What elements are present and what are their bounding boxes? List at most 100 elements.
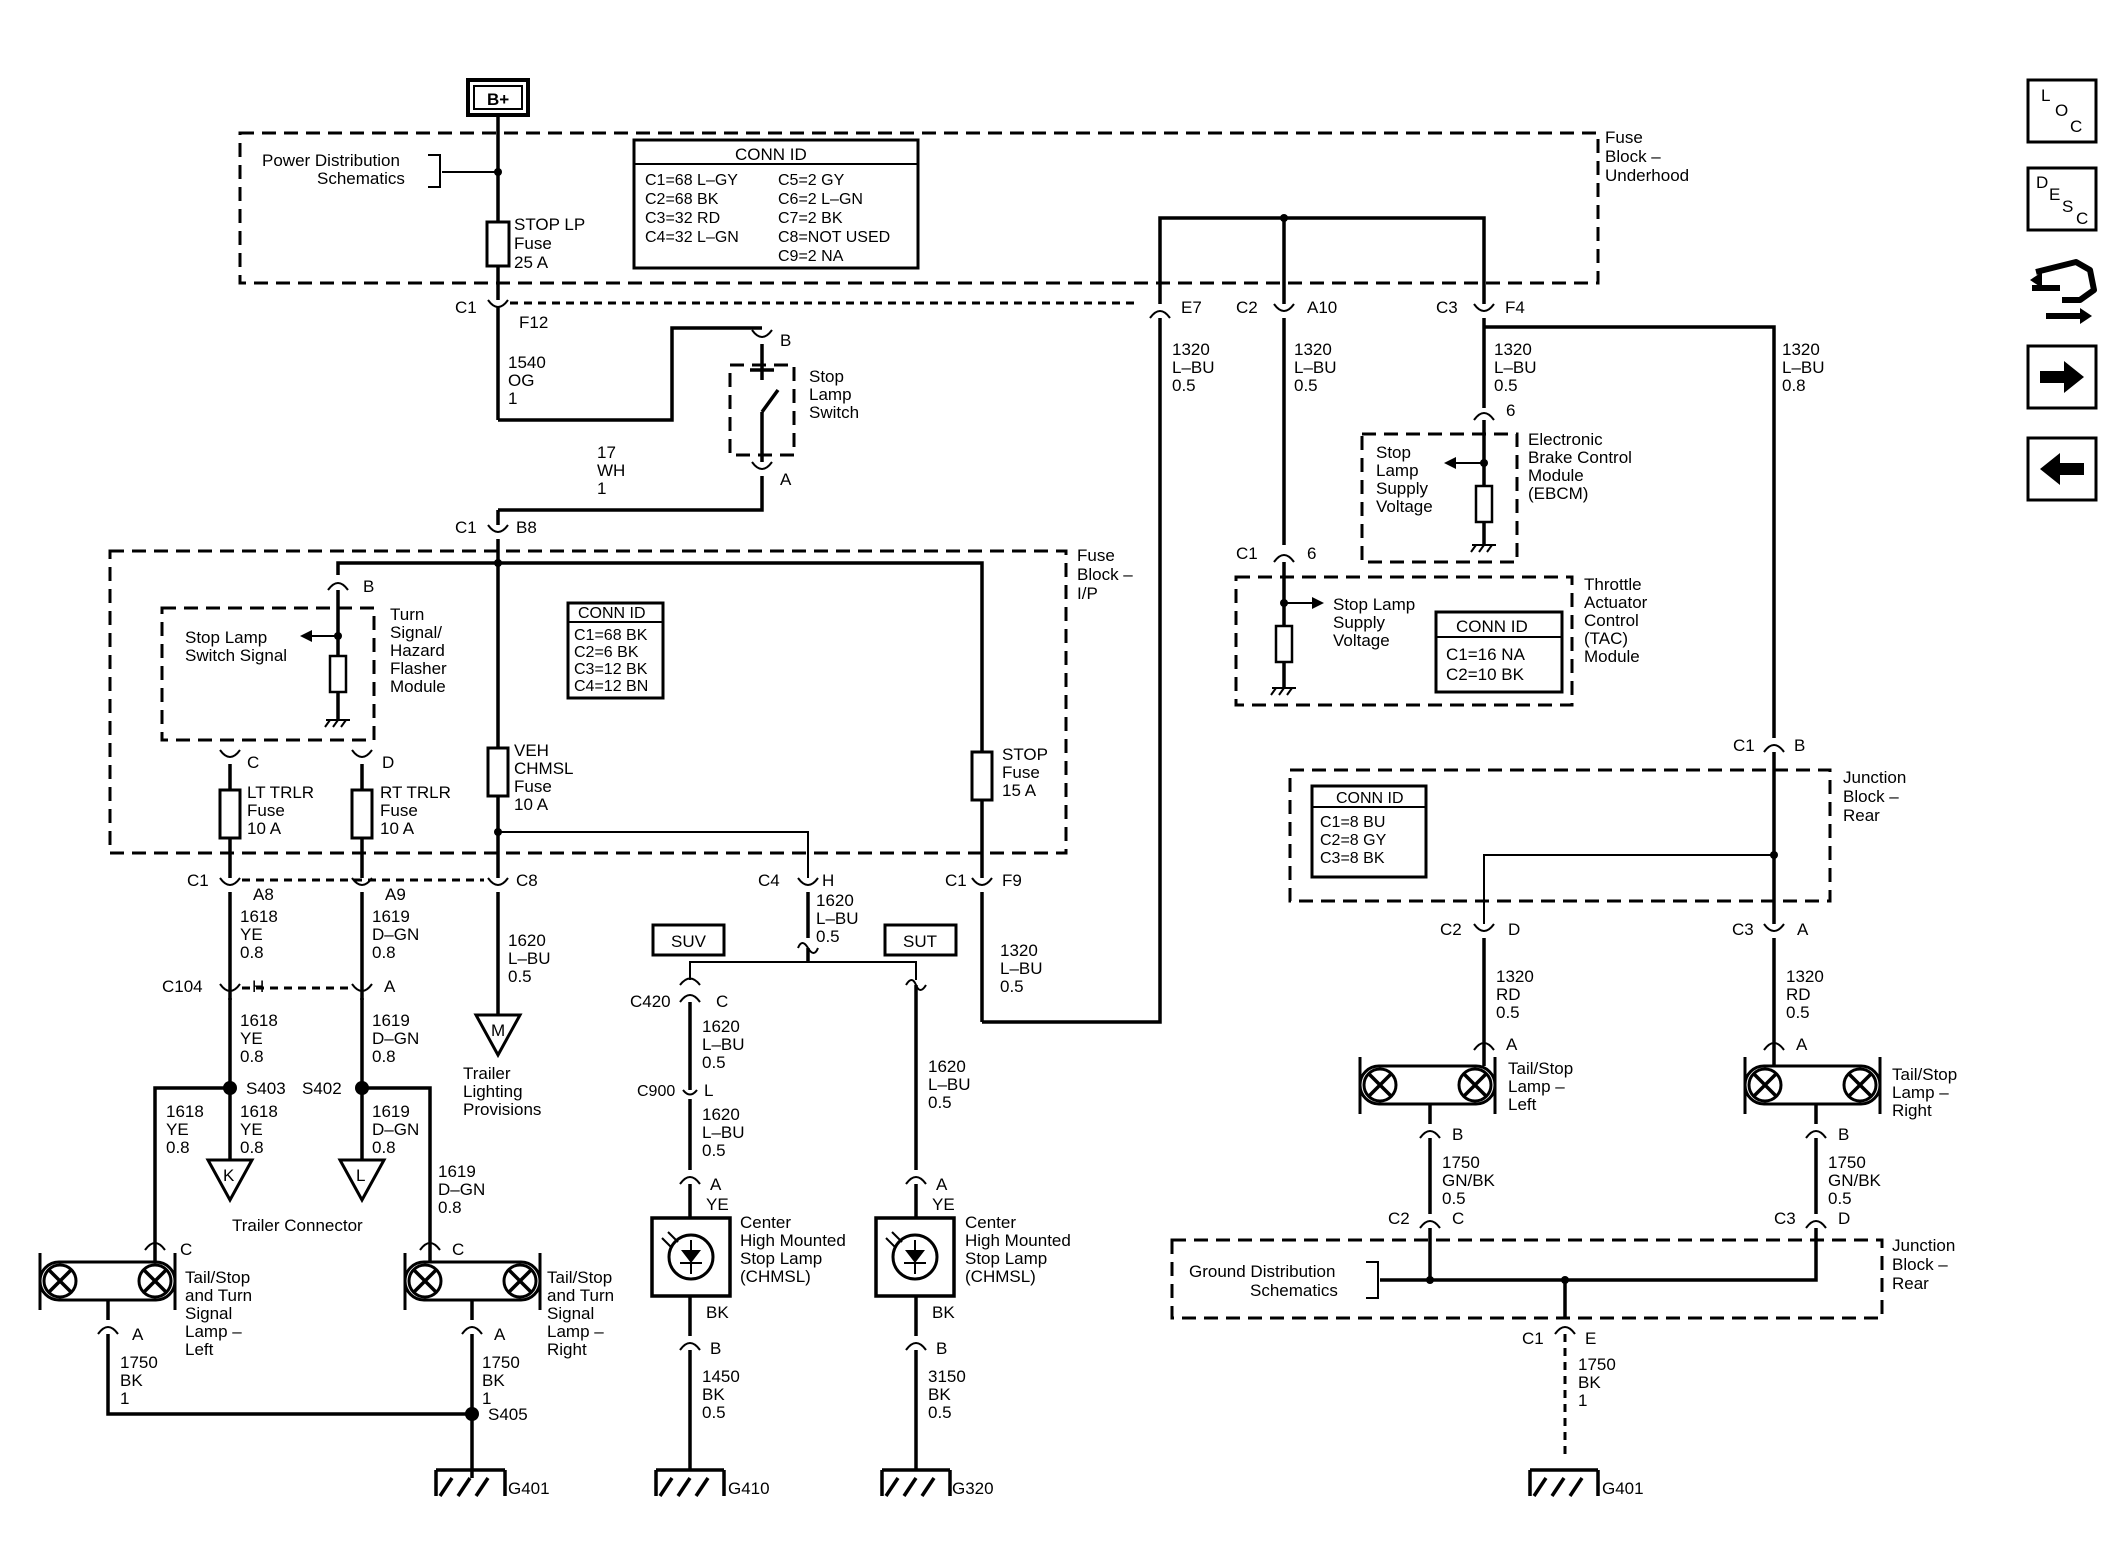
ip-conn-id-table: CONN ID C1=68 BK C2=6 BK C3=12 BK C4=12 … xyxy=(566,601,665,700)
svg-text:L–BU: L–BU xyxy=(928,1075,971,1094)
svg-text:C3: C3 xyxy=(1436,298,1458,317)
svg-text:C7=2 BK: C7=2 BK xyxy=(778,210,843,227)
wire-17-label: 17 WH 1 xyxy=(597,443,625,498)
svg-text:A: A xyxy=(1797,920,1809,939)
flasher-module-label: Turn Signal/ Hazard Flasher Module xyxy=(390,605,447,696)
svg-text:Stop Lamp: Stop Lamp xyxy=(185,628,267,647)
svg-text:Block –: Block – xyxy=(1077,565,1133,584)
svg-text:E7: E7 xyxy=(1181,298,1202,317)
svg-text:Right: Right xyxy=(547,1340,587,1359)
svg-text:B: B xyxy=(936,1339,947,1358)
svg-text:C104: C104 xyxy=(162,977,203,996)
svg-text:0.5: 0.5 xyxy=(1000,977,1024,996)
svg-text:Hazard: Hazard xyxy=(390,641,445,660)
svg-text:B: B xyxy=(780,331,791,350)
tail-stop-lamp-right xyxy=(1743,1057,1882,1114)
svg-text:Lamp: Lamp xyxy=(809,385,852,404)
svg-text:C2: C2 xyxy=(1388,1209,1410,1228)
svg-text:L–BU: L–BU xyxy=(702,1035,745,1054)
svg-text:Voltage: Voltage xyxy=(1376,497,1433,516)
svg-text:L: L xyxy=(704,1081,713,1100)
svg-text:SUT: SUT xyxy=(903,932,937,951)
svg-text:(CHMSL): (CHMSL) xyxy=(965,1267,1036,1286)
svg-text:0.5: 0.5 xyxy=(1442,1189,1466,1208)
junction-block-rear-label: Junction Block – Rear xyxy=(1843,768,1906,825)
svg-text:Fuse: Fuse xyxy=(1002,763,1040,782)
svg-text:C6=2 L–GN: C6=2 L–GN xyxy=(778,191,863,208)
svg-text:G401: G401 xyxy=(1602,1479,1644,1498)
svg-text:C1=68 BK: C1=68 BK xyxy=(574,627,648,644)
svg-text:1320: 1320 xyxy=(1294,340,1332,359)
svg-text:Turn: Turn xyxy=(390,605,424,624)
svg-text:BK: BK xyxy=(928,1385,951,1404)
svg-text:A: A xyxy=(132,1325,144,1344)
ground-g401-right xyxy=(1528,1468,1600,1497)
svg-text:1320: 1320 xyxy=(1172,340,1210,359)
svg-text:1618: 1618 xyxy=(240,1102,278,1121)
svg-text:YE: YE xyxy=(240,1029,263,1048)
svg-text:1750: 1750 xyxy=(1828,1153,1866,1172)
ebcm-label: Electronic Brake Control Module (EBCM) xyxy=(1528,430,1632,503)
svg-text:B: B xyxy=(1452,1125,1463,1144)
svg-text:6: 6 xyxy=(1307,544,1316,563)
svg-text:C2=10 BK: C2=10 BK xyxy=(1446,665,1525,684)
svg-text:1: 1 xyxy=(1578,1391,1587,1410)
splice-s405 xyxy=(465,1407,479,1421)
svg-text:C1: C1 xyxy=(455,518,477,537)
svg-text:C: C xyxy=(2076,209,2088,228)
trailer-connector-l xyxy=(337,1158,387,1204)
svg-text:Electronic: Electronic xyxy=(1528,430,1603,449)
svg-text:STOP LP: STOP LP xyxy=(514,215,585,234)
svg-text:YE: YE xyxy=(240,925,263,944)
svg-text:F9: F9 xyxy=(1002,871,1022,890)
svg-text:Left: Left xyxy=(1508,1095,1537,1114)
svg-text:and Turn: and Turn xyxy=(547,1286,614,1305)
svg-text:1620: 1620 xyxy=(702,1105,740,1124)
next-page-button[interactable] xyxy=(2026,344,2098,410)
svg-text:OG: OG xyxy=(508,371,534,390)
svg-text:0.8: 0.8 xyxy=(372,1047,396,1066)
svg-text:Fuse: Fuse xyxy=(514,234,552,253)
svg-text:Trailer: Trailer xyxy=(463,1064,511,1083)
svg-text:and Turn: and Turn xyxy=(185,1286,252,1305)
svg-text:Lamp –: Lamp – xyxy=(547,1322,604,1341)
arrow-right-icon xyxy=(2040,361,2084,393)
svg-text:A: A xyxy=(494,1325,506,1344)
svg-text:(CHMSL): (CHMSL) xyxy=(740,1267,811,1286)
svg-text:Actuator: Actuator xyxy=(1584,593,1648,612)
svg-text:1: 1 xyxy=(120,1389,129,1408)
svg-text:C1: C1 xyxy=(1236,544,1258,563)
svg-text:25 A: 25 A xyxy=(514,253,549,272)
svg-text:10 A: 10 A xyxy=(247,819,282,838)
svg-text:YE: YE xyxy=(240,1120,263,1139)
svg-text:VEH: VEH xyxy=(514,741,549,760)
svg-text:Lamp –: Lamp – xyxy=(1508,1077,1565,1096)
ground-distribution-ref: Ground Distribution xyxy=(1189,1262,1335,1281)
svg-text:Block –: Block – xyxy=(1605,147,1661,166)
svg-text:C: C xyxy=(452,1240,464,1259)
svg-text:L: L xyxy=(2041,86,2050,105)
svg-text:S402: S402 xyxy=(302,1079,342,1098)
connector-c1-b8 xyxy=(487,524,509,533)
svg-text:D: D xyxy=(382,753,394,772)
svg-text:Tail/Stop: Tail/Stop xyxy=(185,1268,250,1287)
svg-text:CONN ID: CONN ID xyxy=(735,145,807,164)
ground-symbol-ebcm xyxy=(1470,544,1496,553)
svg-text:1750: 1750 xyxy=(1442,1153,1480,1172)
svg-text:Signal: Signal xyxy=(185,1304,232,1323)
svg-text:Left: Left xyxy=(185,1340,214,1359)
svg-text:D: D xyxy=(2036,173,2048,192)
svg-text:CONN ID: CONN ID xyxy=(1456,617,1528,636)
svg-text:Fuse: Fuse xyxy=(380,801,418,820)
svg-text:C8: C8 xyxy=(516,871,538,890)
svg-text:C1=8 BU: C1=8 BU xyxy=(1320,814,1385,831)
svg-text:Lamp –: Lamp – xyxy=(185,1322,242,1341)
location-button[interactable]: L O C xyxy=(2026,78,2098,144)
description-button[interactable]: D E S C xyxy=(2026,166,2098,232)
wire-1540-label: 1540 OG 1 xyxy=(508,353,546,408)
connector-c1-f12 xyxy=(487,299,509,308)
svg-text:WH: WH xyxy=(597,461,625,480)
connector-end-view-button[interactable] xyxy=(2030,259,2097,324)
previous-page-button[interactable] xyxy=(2026,436,2098,502)
